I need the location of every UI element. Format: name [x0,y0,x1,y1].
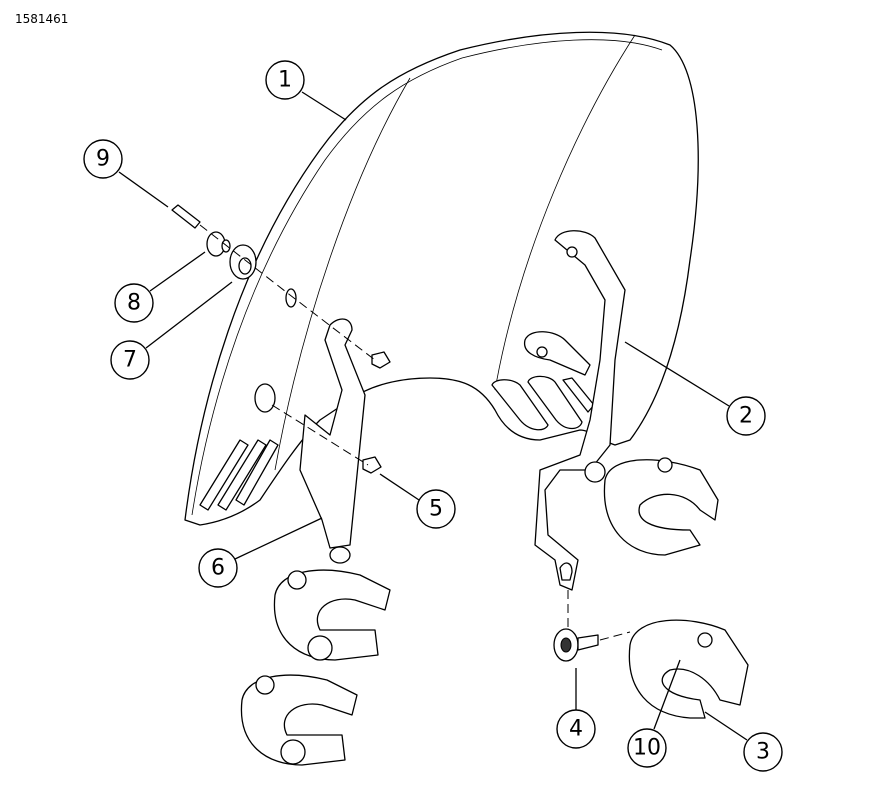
clamp-lower-left [240,674,358,766]
bolt-4 [553,628,599,662]
washer-8 [206,231,231,257]
callout-3: 3 [743,732,783,772]
callout-8: 8 [114,283,154,323]
svg-text:3: 3 [756,740,770,765]
svg-text:1: 1 [278,68,292,93]
svg-text:2: 2 [739,404,753,429]
clamp-upper-right [584,457,719,556]
callout-9: 9 [83,139,123,179]
grommet-7 [229,244,257,280]
callout-10: 10 [627,728,667,768]
callout-5: 5 [416,489,456,529]
callout-7: 7 [110,340,150,380]
screw-9 [171,204,201,229]
drawing-number: 1581461 [15,12,69,26]
clamp-upper-left [273,569,391,661]
nut-5 [362,456,382,474]
callout-1: 1 [265,60,305,100]
callout-4: 4 [556,709,596,749]
callout-2: 2 [726,396,766,436]
nut-upper [371,351,391,369]
svg-text:9: 9 [96,147,110,172]
svg-text:4: 4 [569,717,583,742]
svg-text:8: 8 [127,291,141,316]
left-mount-bracket [299,318,366,564]
svg-text:7: 7 [123,348,137,373]
clamp-lower-right [628,619,749,719]
svg-text:6: 6 [211,556,225,581]
svg-text:10: 10 [633,736,661,761]
windshield [184,31,699,526]
svg-text:5: 5 [429,497,443,522]
callout-6: 6 [198,548,238,588]
right-mount-bracket [523,230,626,591]
